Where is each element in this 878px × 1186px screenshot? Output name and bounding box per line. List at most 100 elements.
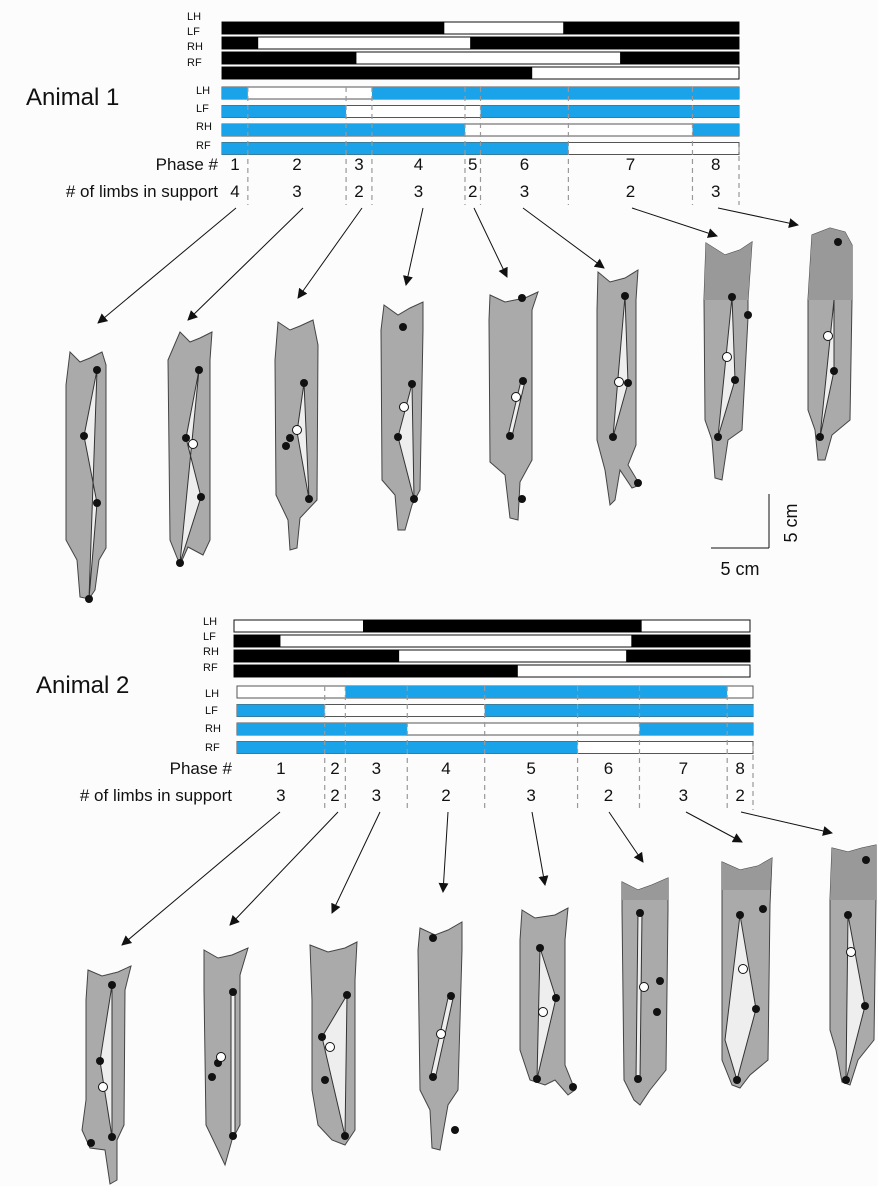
cat-body: [66, 352, 106, 599]
animal-2-cat-1: [82, 966, 131, 1184]
animal-1-arrow: [188, 208, 303, 320]
support-bar-rf: [222, 143, 568, 155]
limbs-in-support-count: 3: [292, 182, 301, 201]
limbs-in-support-count: 2: [735, 786, 744, 805]
cat-body: [489, 292, 538, 520]
stance-bar-lf: [234, 635, 280, 647]
animal-2-arrow: [122, 812, 280, 945]
paw-icon: [656, 977, 664, 985]
center-of-mass-icon: [824, 332, 833, 341]
animal-1-cat-7: [704, 242, 752, 480]
animal-1-support-label-rf: RF: [196, 140, 211, 152]
animal-1-arrow: [474, 208, 507, 277]
paw-icon: [624, 379, 632, 387]
animal-1-support-label-lh: LH: [196, 85, 210, 97]
phase-number: 7: [679, 759, 688, 778]
animal-2-stance-label-lh: LH: [203, 616, 217, 628]
paw-icon: [399, 323, 407, 331]
phase-number: 3: [354, 155, 363, 174]
animal-1-arrow: [523, 208, 604, 268]
animal-2-support-label-lf: LF: [205, 705, 218, 717]
limbs-in-support-count: 3: [520, 182, 529, 201]
animal-2-stance-label-lf: LF: [203, 631, 216, 643]
cat-body: [275, 320, 318, 550]
cat-head: [722, 858, 772, 890]
phase-number: 1: [230, 155, 239, 174]
center-of-mass-icon: [539, 1008, 548, 1017]
limbs-in-support-count: 2: [626, 182, 635, 201]
limbs-in-support-count: 2: [354, 182, 363, 201]
animal-2-stance-chart: [234, 620, 750, 677]
support-bar-rh: [237, 723, 407, 735]
phase-number: 5: [526, 759, 535, 778]
animal-2-cat-8: [830, 845, 876, 1085]
paw-icon: [621, 292, 629, 300]
paw-icon: [300, 379, 308, 387]
animal-1-cat-3: [275, 320, 318, 550]
cat-body: [204, 948, 248, 1165]
animal-2-support-label-rf: RF: [205, 742, 220, 754]
paw-icon: [87, 1139, 95, 1147]
limbs-in-support-count: 2: [468, 182, 477, 201]
paw-icon: [552, 994, 560, 1002]
paw-icon: [93, 366, 101, 374]
animal-1-cat-6: [597, 270, 642, 505]
paw-icon: [634, 479, 642, 487]
paw-icon: [286, 434, 294, 442]
center-of-mass-icon: [847, 948, 856, 957]
paw-icon: [208, 1073, 216, 1081]
stance-bar-rh: [222, 52, 356, 64]
animal-1-cat-1: [66, 352, 106, 603]
stance-bar-rh: [620, 52, 739, 64]
animal-2-arrow: [230, 812, 338, 925]
center-of-mass-icon: [723, 353, 732, 362]
paw-icon: [195, 366, 203, 374]
animal-1-stance-label-lf: LF: [187, 26, 200, 38]
paw-icon: [229, 988, 237, 996]
animal-1-stance-label-rh: RH: [187, 41, 203, 53]
animal-2-title: Animal 2: [36, 672, 129, 699]
support-bar-lf: [222, 106, 346, 118]
center-of-mass-icon: [615, 378, 624, 387]
support-bar-lf: [485, 705, 753, 717]
animal-1-support-label-rh: RH: [196, 121, 212, 133]
paw-icon: [429, 1073, 437, 1081]
phase-number: 8: [711, 155, 720, 174]
phase-number: 5: [468, 155, 477, 174]
scale-bar-vertical-label: 5 cm: [781, 503, 801, 542]
phase-number: 8: [735, 759, 744, 778]
limbs-in-support-count: 3: [372, 786, 381, 805]
stance-bar-lf: [631, 635, 750, 647]
paw-icon: [182, 434, 190, 442]
animal-2-arrow: [332, 812, 380, 913]
animal-2-stance-labels: LH LF RH RF: [203, 616, 219, 674]
paw-icon: [176, 559, 184, 567]
paw-icon: [609, 433, 617, 441]
paw-icon: [343, 991, 351, 999]
limbs-in-support-count: 2: [330, 786, 339, 805]
paw-icon: [506, 432, 514, 440]
animal-1-arrows: [98, 208, 798, 323]
paw-icon: [96, 1057, 104, 1065]
animal-1-arrow: [718, 208, 798, 225]
paw-icon: [318, 1033, 326, 1041]
center-of-mass-icon: [293, 426, 302, 435]
animal-2-panel: Animal 2 LH LF RH RF LH LF RH RF Phase #…: [36, 616, 876, 1184]
animal-1-support-labels: LH LF RH RF: [196, 85, 212, 152]
paw-icon: [429, 934, 437, 942]
paw-icon: [844, 911, 852, 919]
paw-icon: [85, 595, 93, 603]
support-bar-rh: [222, 124, 465, 136]
animal-2-cat-3: [310, 942, 357, 1145]
animal-2-arrow: [609, 812, 643, 862]
stance-bar-rh: [626, 650, 750, 662]
limbs-in-support-count: 3: [276, 786, 285, 805]
phase-number: 2: [292, 155, 301, 174]
scale-bar: 5 cm 5 cm: [711, 494, 801, 579]
paw-icon: [728, 293, 736, 301]
limbs-in-support-count: 3: [414, 182, 423, 201]
paw-icon: [569, 1083, 577, 1091]
phase-number: 1: [276, 759, 285, 778]
limbs-in-support-count: 3: [679, 786, 688, 805]
paw-icon: [447, 992, 455, 1000]
